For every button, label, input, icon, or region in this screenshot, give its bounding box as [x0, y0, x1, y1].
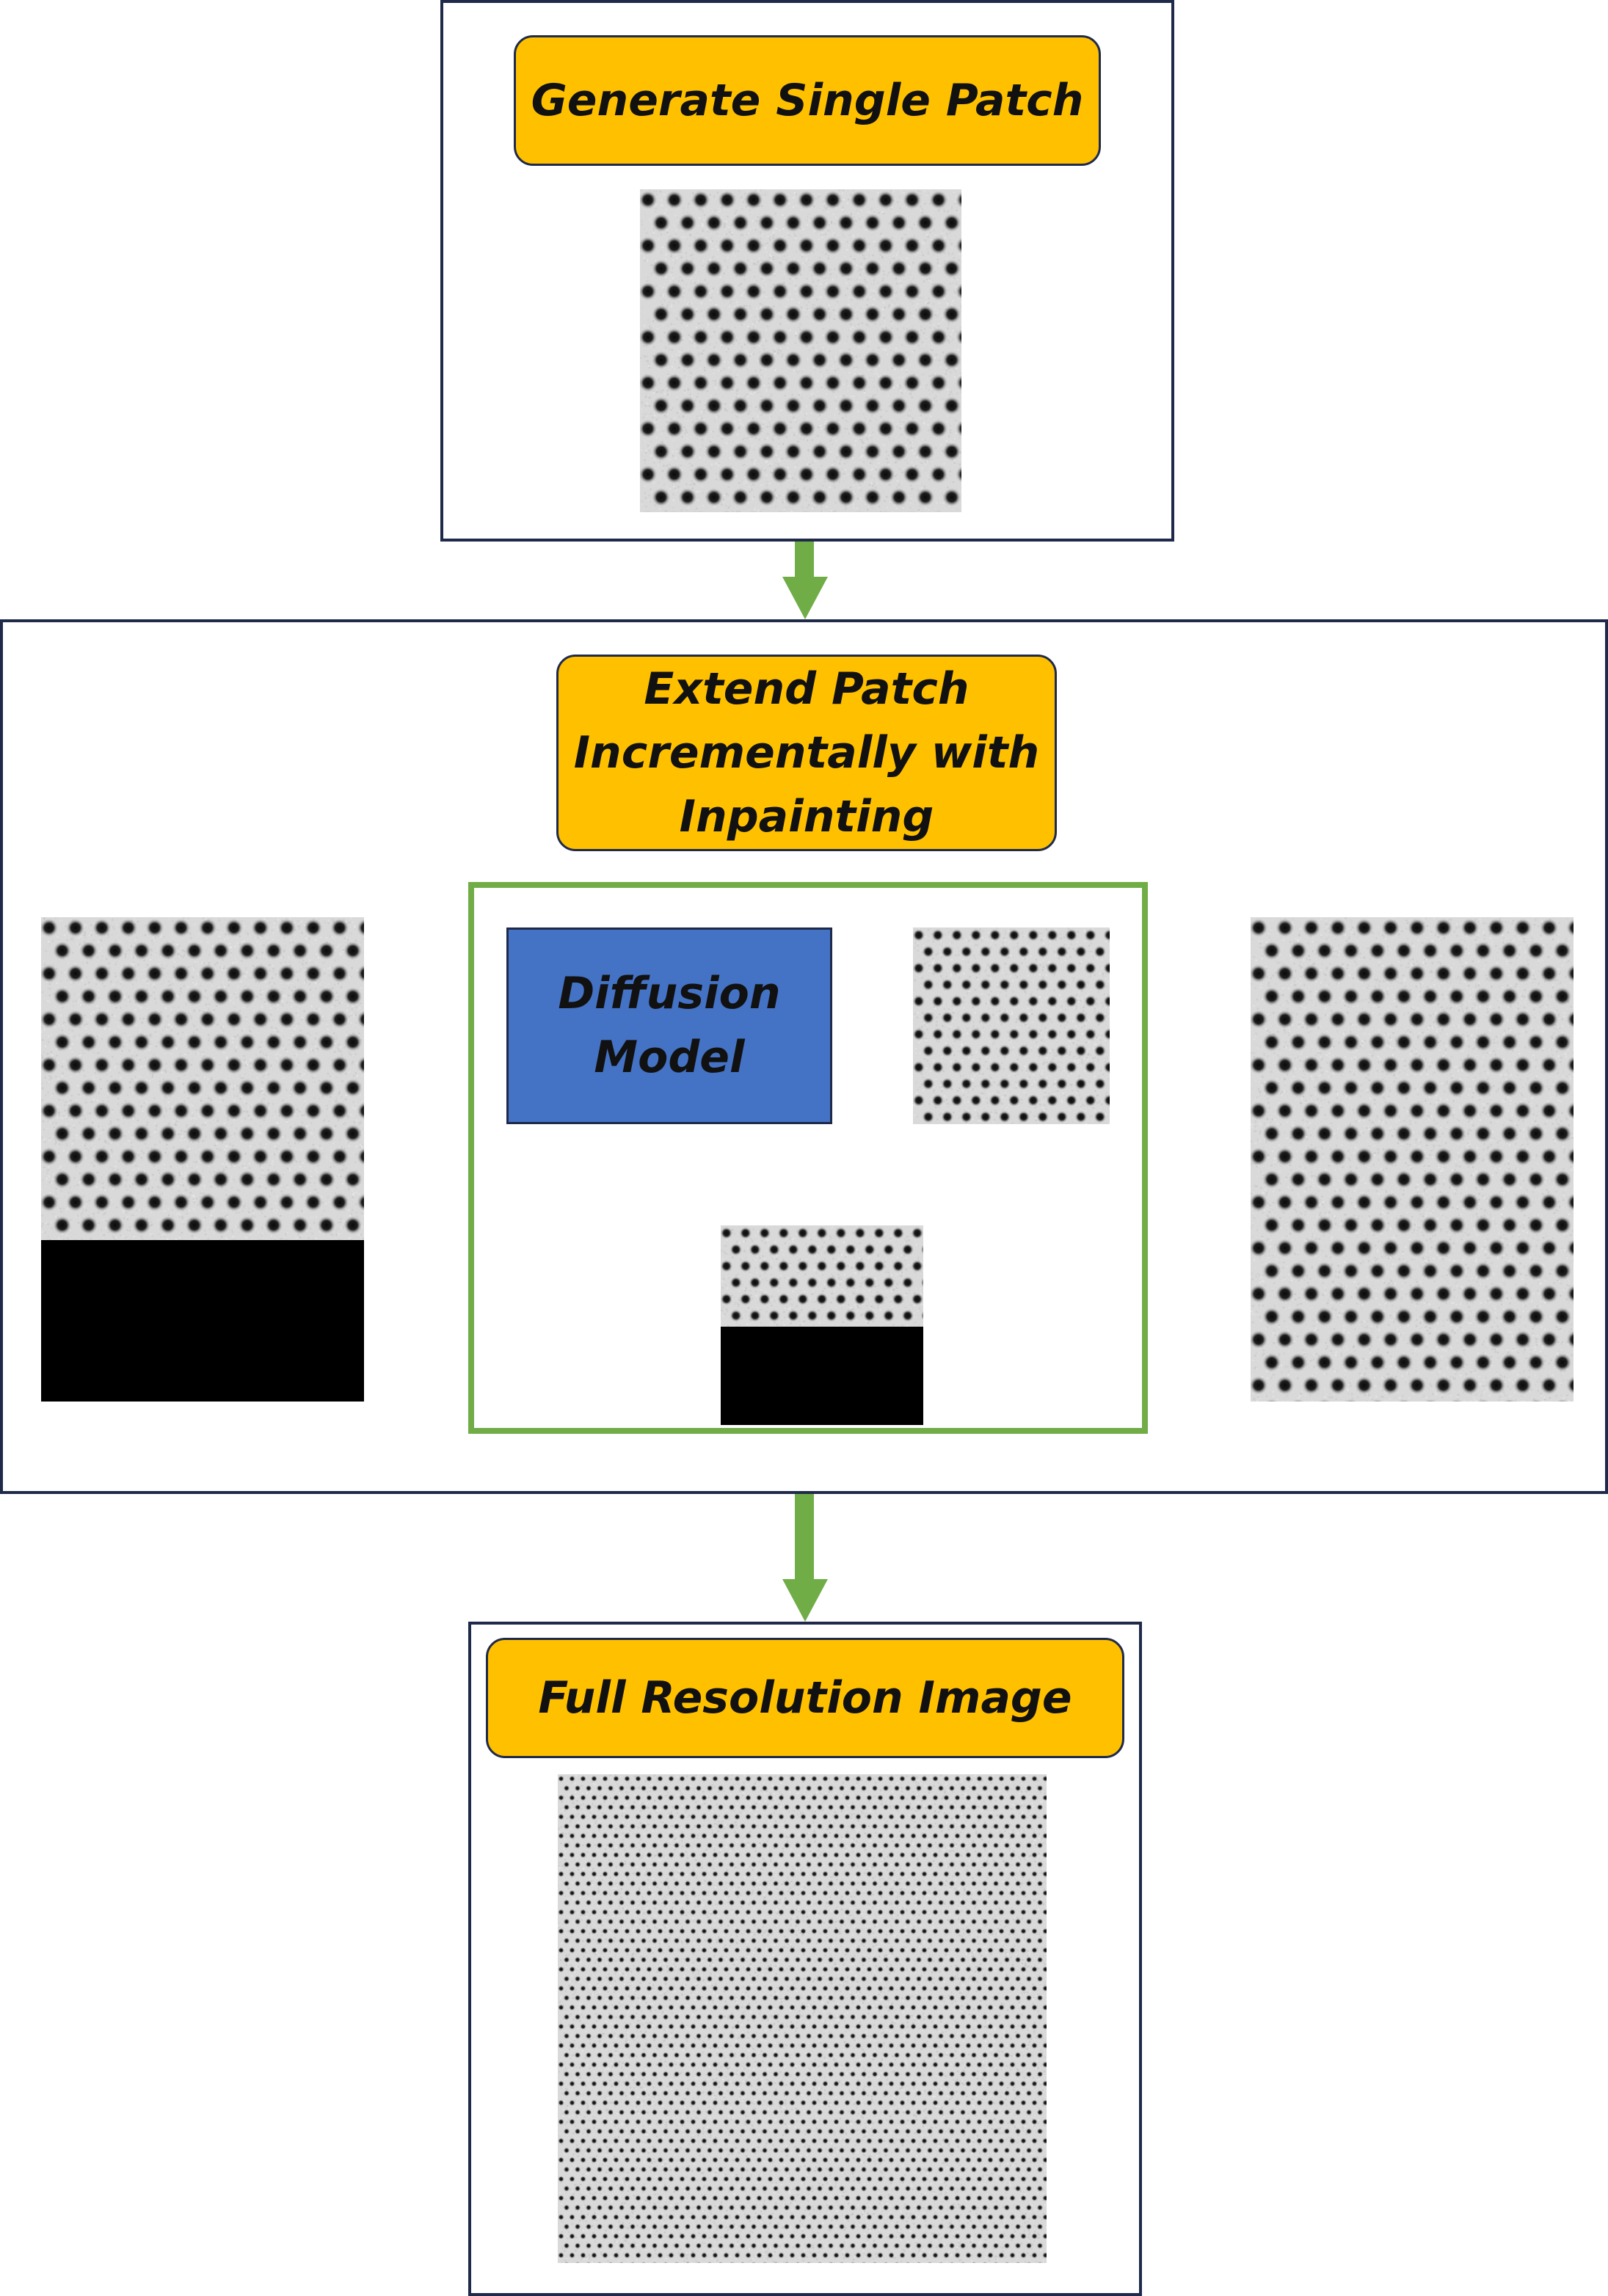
input-mask-region [41, 1240, 364, 1402]
stage-arrow-1 [782, 542, 828, 619]
stage-extend-title: Extend Patch Incrementally with Inpainti… [556, 655, 1057, 851]
full-resolution-image [558, 1774, 1047, 2263]
stage-arrow-2 [782, 1494, 828, 1622]
input-patch-image [41, 917, 364, 1240]
masked-input-patch-image [721, 1225, 923, 1328]
masked-input-mask-region [721, 1327, 923, 1425]
extended-patch-image [1251, 917, 1574, 1402]
model-output-patch-image [913, 927, 1110, 1124]
stage-full-title: Full Resolution Image [486, 1638, 1124, 1758]
diffusion-model-box: Diffusion Model [506, 927, 832, 1124]
